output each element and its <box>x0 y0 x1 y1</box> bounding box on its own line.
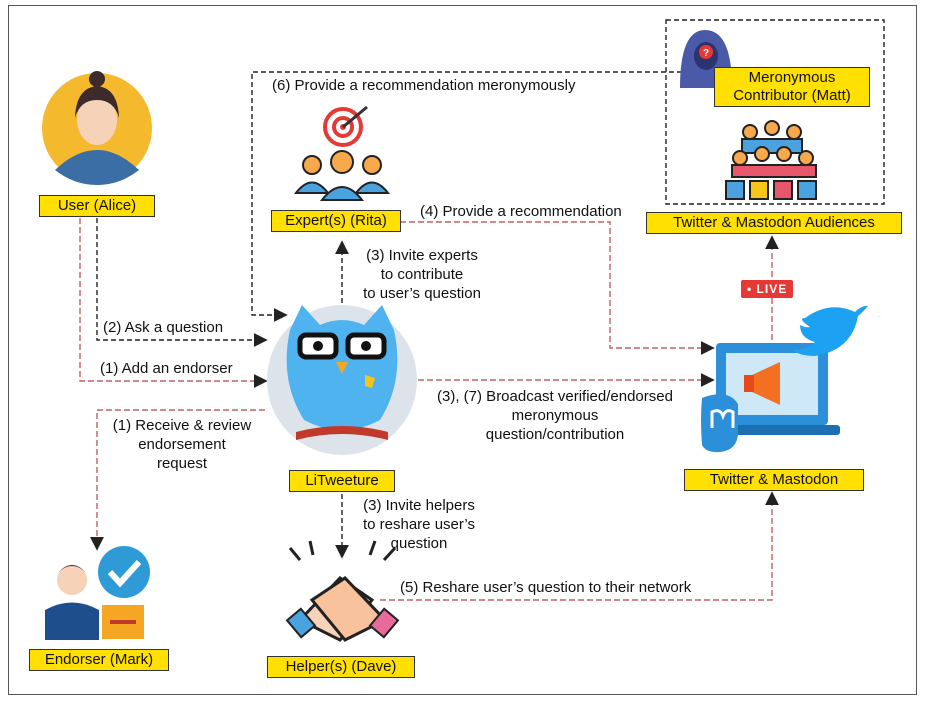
label-edge-1-receive: (1) Receive & review endorsement request <box>98 416 266 473</box>
meronymous-line-2: Contributor (Matt) <box>733 87 851 104</box>
endorser-icon <box>45 546 150 640</box>
edge-5 <box>380 491 779 601</box>
edge-2 <box>96 218 268 347</box>
label-edge-6: (6) Provide a recommendation meronymousl… <box>272 77 576 94</box>
litweeture-owl-icon <box>267 305 417 455</box>
edge-1-receive <box>90 409 265 551</box>
node-helper: Helper(s) (Dave) <box>267 656 415 678</box>
meronymous-line-1: Meronymous <box>748 69 836 86</box>
node-litweeture: LiTweeture <box>289 470 395 492</box>
audience-crowd-icon <box>725 120 817 200</box>
node-platform: Twitter & Mastodon <box>684 469 864 491</box>
label-edge-1-add: (1) Add an endorser <box>100 360 233 377</box>
edge-4 <box>400 221 715 355</box>
node-expert: Expert(s) (Rita) <box>271 210 401 232</box>
edge-1-add <box>79 218 268 388</box>
svg-text:?: ? <box>703 48 709 59</box>
label-edge-4: (4) Provide a recommendation <box>420 203 622 220</box>
label-edge-37-line-3: question/contribution <box>485 426 625 443</box>
label-edge-5: (5) Reshare user’s question to their net… <box>400 579 692 596</box>
experts-icon <box>293 105 391 201</box>
label-edge-2: (2) Ask a question <box>103 319 224 336</box>
node-audiences: Twitter & Mastodon Audiences <box>646 212 902 234</box>
label-edge-3-experts-line-1: (3) Invite experts <box>366 247 478 264</box>
label-edge-3-helpers: (3) Invite helpers to reshare user’s que… <box>345 496 493 553</box>
label-edge-1-receive-line-2: endorsement <box>138 436 226 453</box>
label-edge-37-line-1: (3), (7) Broadcast verified/endorsed <box>437 388 673 405</box>
diagram-frame <box>8 5 917 695</box>
live-badge: • LIVE <box>741 280 794 298</box>
label-edge-3-experts: (3) Invite experts to contribute to user… <box>347 246 497 303</box>
node-user: User (Alice) <box>39 195 155 217</box>
twitter-bird-icon <box>792 305 868 356</box>
node-meronymous: Meronymous Contributor (Matt) <box>714 67 870 107</box>
mastodon-icon <box>701 394 738 453</box>
label-edge-3-helpers-line-3: question <box>390 535 448 552</box>
label-edge-3-helpers-line-1: (3) Invite helpers <box>363 497 475 514</box>
edge-6 <box>251 71 682 322</box>
helpers-handshake-icon <box>285 540 400 642</box>
laptop-megaphone-icon <box>704 343 840 435</box>
label-edge-1-receive-line-1: (1) Receive & review <box>112 417 252 434</box>
label-edge-37-line-2: meronymous <box>511 407 599 424</box>
label-edge-1-receive-line-3: request <box>156 455 208 472</box>
label-edge-37: (3), (7) Broadcast verified/endorsed mer… <box>418 387 692 444</box>
audience-group-box <box>665 19 885 205</box>
label-edge-3-experts-line-2: to contribute <box>380 266 464 283</box>
label-edge-3-experts-line-3: to user’s question <box>363 285 481 302</box>
label-edge-3-helpers-line-2: to reshare user’s <box>362 516 475 533</box>
node-endorser: Endorser (Mark) <box>29 649 169 671</box>
user-avatar-icon <box>42 71 152 185</box>
